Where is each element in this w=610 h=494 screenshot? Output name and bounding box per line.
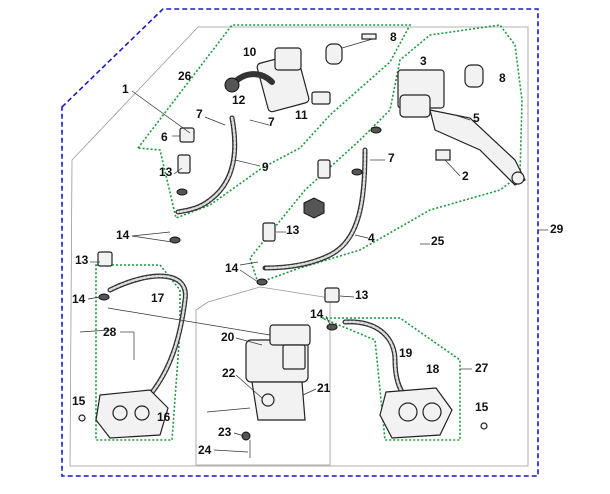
callout-4: 4 — [368, 231, 375, 245]
rear-brake-caliper — [379, 387, 453, 439]
callout-23: 23 — [218, 425, 232, 439]
callout-24: 24 — [198, 443, 212, 457]
callout-12: 12 — [232, 93, 246, 107]
clamp-bracket-left — [325, 33, 377, 65]
front-brake-caliper — [95, 389, 169, 439]
callout-7c: 7 — [388, 151, 395, 165]
callout-13c: 13 — [75, 253, 89, 267]
group-outline-27 — [321, 317, 461, 441]
rear-master-cylinder — [224, 47, 310, 113]
callout-15a: 15 — [72, 394, 86, 408]
group-outline-26 — [136, 24, 412, 220]
callout-7a: 7 — [196, 107, 203, 121]
callout-29: 29 — [550, 222, 564, 236]
callout-28: 28 — [103, 325, 117, 339]
callout-13d: 13 — [355, 288, 369, 302]
callout-18: 18 — [426, 362, 440, 376]
callout-2: 2 — [462, 169, 469, 183]
callout-13a: 13 — [159, 165, 173, 179]
callout-8a: 8 — [390, 30, 397, 44]
group-outline-25 — [249, 24, 523, 285]
callout-16: 16 — [157, 410, 171, 424]
callout-labels: 1 2 3 4 5 6 7 7 7 8 8 9 10 11 12 13 13 1… — [72, 30, 564, 457]
callout-14d: 14 — [310, 307, 324, 321]
front-master-cylinder — [397, 64, 526, 186]
abs-modulator — [206, 324, 311, 458]
callout-17: 17 — [151, 291, 165, 305]
callout-14a: 14 — [116, 228, 130, 242]
hose-texture — [108, 274, 187, 397]
abs-frame — [195, 286, 331, 466]
callout-7b: 7 — [268, 115, 275, 129]
callout-14b: 14 — [225, 261, 239, 275]
callout-26: 26 — [178, 69, 192, 83]
brake-hose-17 — [107, 273, 188, 398]
assembly-frame — [69, 26, 529, 467]
callout-15b: 15 — [475, 400, 489, 414]
callout-14c: 14 — [72, 292, 86, 306]
banjo-bolts — [97, 91, 382, 331]
callout-20: 20 — [221, 330, 235, 344]
hose-texture — [263, 148, 367, 270]
hose-texture — [176, 116, 236, 214]
callout-6: 6 — [161, 130, 168, 144]
hose-texture — [343, 320, 404, 394]
brake-hose-19 — [342, 319, 405, 395]
callout-25: 25 — [431, 234, 445, 248]
callout-5: 5 — [473, 111, 480, 125]
callout-9: 9 — [262, 160, 269, 174]
bleeder-screws — [78, 414, 488, 430]
callout-19: 19 — [399, 346, 413, 360]
callout-13b: 13 — [286, 223, 300, 237]
callout-21: 21 — [317, 381, 331, 395]
callout-27: 27 — [475, 361, 489, 375]
leader-lines — [79, 90, 548, 453]
group-outline-29 — [61, 8, 539, 477]
callout-3: 3 — [420, 54, 427, 68]
callout-11: 11 — [295, 108, 308, 122]
callout-10: 10 — [243, 45, 257, 59]
callout-8b: 8 — [499, 71, 506, 85]
callout-1: 1 — [122, 82, 129, 96]
callout-22: 22 — [222, 366, 236, 380]
